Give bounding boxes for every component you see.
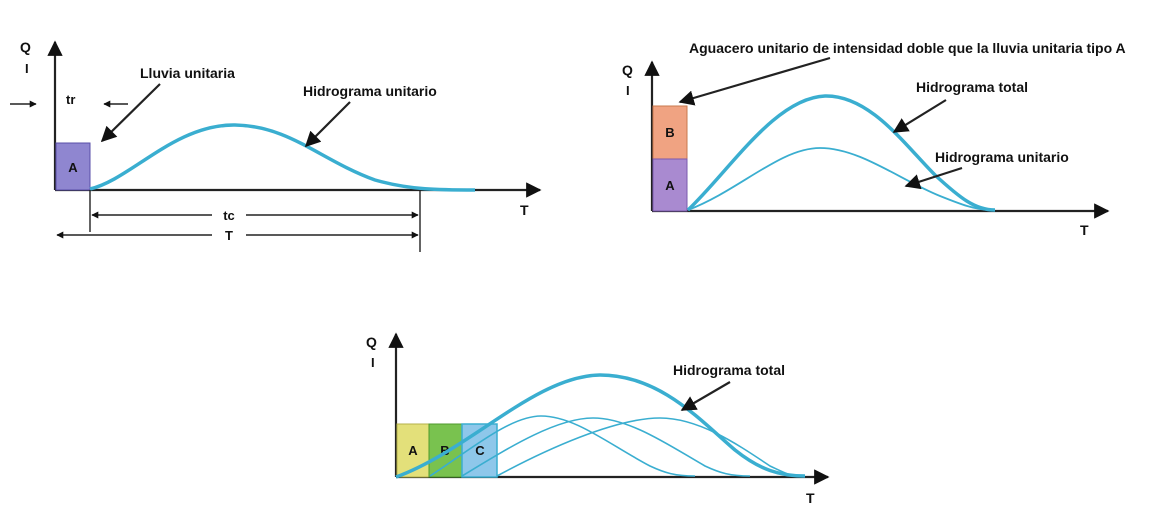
rain-block-a-label: A	[408, 443, 418, 458]
q-label: Q	[366, 334, 377, 350]
q-label: Q	[20, 39, 31, 55]
unit-hydrograph-label: Hidrograma unitario	[303, 83, 437, 99]
diagram-superposition: Q I A B C Hidrograma total T	[366, 332, 830, 506]
t-axis-label: T	[806, 490, 815, 506]
unit-hydrograph-label: Hidrograma unitario	[935, 149, 1069, 165]
i-label: I	[25, 61, 29, 76]
rain-block-a	[652, 158, 688, 212]
rain-block-a	[55, 142, 91, 191]
diagram-double-intensity: Q I B A Aguacero unitario de intensidad …	[622, 40, 1126, 238]
unit-hydrograph-pointer	[904, 166, 963, 190]
rain-block-b-label: B	[440, 443, 449, 458]
unit-hydrograph-a-curve	[429, 415, 696, 477]
q-label: Q	[622, 62, 633, 78]
t-axis-label: T	[520, 202, 529, 218]
unit-hydrograph-curve	[687, 147, 993, 211]
unit-hydrograph-b-curve	[461, 417, 751, 477]
storm-pointer	[678, 56, 831, 106]
i-label: I	[371, 355, 375, 370]
total-hydrograph-pointer	[680, 381, 731, 411]
rain-label: Lluvia unitaria	[140, 65, 235, 81]
total-hydrograph-pointer	[892, 99, 947, 133]
storm-label: Aguacero unitario de intensidad doble qu…	[689, 40, 1126, 56]
rain-block-b-label: B	[665, 125, 674, 140]
total-hydrograph-label: Hidrograma total	[673, 362, 785, 378]
total-hydrograph-curve	[686, 94, 996, 212]
unit-hydrograph-c-curve	[496, 417, 801, 477]
rain-block-a-label: A	[665, 178, 675, 193]
tc-label: tc	[223, 208, 235, 223]
rain-block-b	[652, 105, 688, 160]
t-dim-label: T	[225, 228, 233, 243]
i-label: I	[626, 83, 630, 98]
rain-block-c-label: C	[475, 443, 485, 458]
total-hydrograph-label: Hidrograma total	[916, 79, 1028, 95]
t-axis-label: T	[1080, 222, 1089, 238]
total-hydrograph-curve	[395, 373, 806, 479]
tr-label: tr	[66, 92, 75, 107]
unit-hydrograph-curve	[89, 123, 476, 192]
rain-pointer	[100, 83, 161, 143]
diagram-unit-hydrograph: Q I tr A Lluvia unitaria Hidrograma unit…	[10, 39, 542, 252]
rain-block-a-label: A	[68, 160, 78, 175]
unit-hydrograph-pointer	[304, 101, 351, 148]
